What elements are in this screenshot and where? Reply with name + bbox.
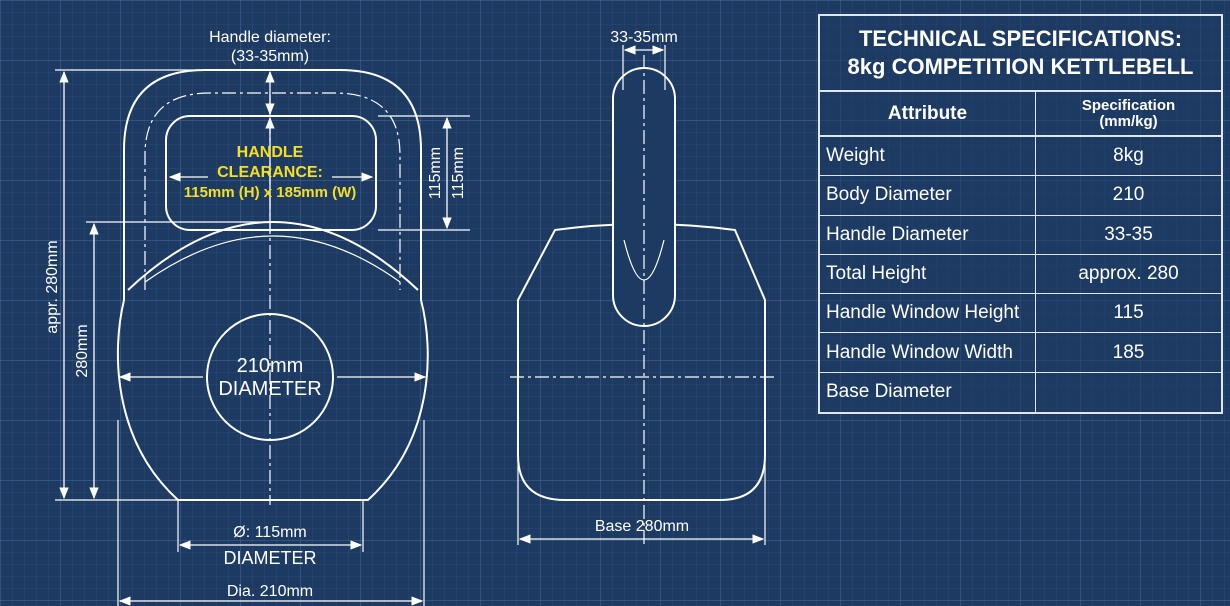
specs-title-line2: 8kg COMPETITION KETTLEBELL: [847, 54, 1194, 79]
handle-diameter-value: (33-35mm): [231, 48, 309, 65]
value-cell: approx. 280: [1078, 263, 1179, 285]
side-view: 33-35mm Base 280mm: [510, 29, 775, 545]
specs-table: TECHNICAL SPECIFICATIONS: 8kg COMPETITIO…: [818, 14, 1223, 415]
total-height-label: appr. 280mm: [44, 240, 61, 333]
value-cell: 185: [1112, 341, 1145, 363]
overall-dia-label: Dia. 210mm: [227, 583, 313, 600]
attribute-cell: Base Diameter: [820, 372, 1036, 413]
attribute-cell: Weight: [820, 137, 1036, 176]
front-body: [116, 299, 429, 501]
value-cell: 115: [1113, 302, 1144, 324]
value-cell: [1036, 373, 1221, 412]
center-label-line1: 210mm: [237, 355, 304, 377]
clearance-line1: HANDLE: [237, 144, 304, 161]
base-dia-line2: DIAMETER: [223, 548, 316, 568]
front-handle-outer: [123, 69, 422, 300]
attribute-cell: Total Height: [820, 254, 1036, 294]
table-row: Handle Window Width 185: [820, 333, 1221, 373]
header-specification: Specification (mm/kg): [1081, 96, 1176, 130]
clearance-line2: CLEARANCE:: [217, 164, 323, 181]
specs-title-line1: TECHNICAL SPECIFICATIONS:: [858, 26, 1183, 51]
attribute-cell: Handle Diameter: [820, 215, 1036, 254]
table-row: Handle Diameter 33-35: [820, 215, 1221, 255]
table-row: Body Diameter 210: [820, 176, 1221, 216]
front-shoulder-outer: [127, 220, 419, 291]
base-dia-line1: Ø: 115mm: [233, 524, 307, 541]
attribute-cell: Handle Window Width: [820, 333, 1036, 372]
body-height-label: 280mm: [74, 324, 91, 377]
handle-window: [165, 115, 377, 231]
attribute-cell: Body Diameter: [820, 176, 1036, 215]
value-cell: 33-35: [1104, 223, 1153, 245]
base-width-label: Base 280mm: [595, 518, 689, 535]
table-row: Weight 8kg: [820, 137, 1221, 177]
table-row: Handle Window Height 115: [820, 294, 1221, 334]
clearance-line3: 115mm (H) x 185mm (W): [184, 184, 357, 201]
center-label-line2: DIAMETER: [218, 378, 321, 400]
specs-header-row: Attribute Specification (mm/kg): [820, 92, 1221, 137]
handle-thickness-label: 33-35mm: [610, 29, 678, 46]
front-shoulder-inner: [144, 235, 401, 283]
value-cell: 210: [1112, 184, 1145, 206]
table-row: Base Diameter: [820, 372, 1221, 413]
attribute-cell: Handle Window Height: [820, 294, 1036, 333]
window-height-b: 115mm: [450, 147, 467, 199]
value-cell: 8kg: [1113, 145, 1144, 167]
window-height-a: 115mm: [427, 147, 444, 199]
specs-title: TECHNICAL SPECIFICATIONS: 8kg COMPETITIO…: [820, 16, 1221, 92]
header-attribute: Attribute: [820, 92, 1036, 135]
table-row: Total Height approx. 280: [820, 254, 1221, 295]
front-view: Handle diameter: (33-35mm) HANDLE CLEARA…: [44, 29, 470, 606]
handle-diameter-label: Handle diameter:: [209, 29, 331, 46]
